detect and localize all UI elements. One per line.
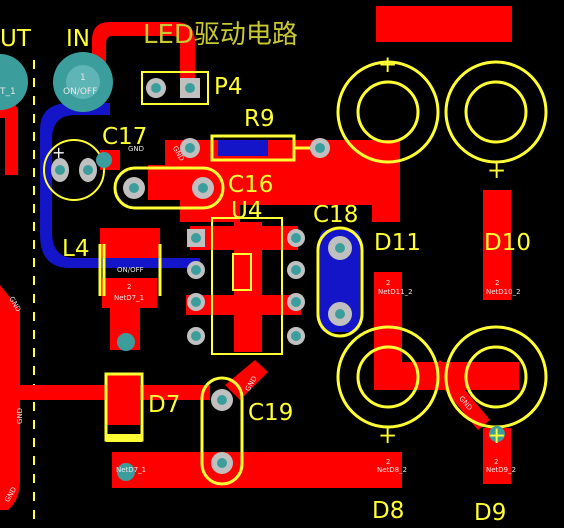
cap-top-left-outer (336, 60, 440, 164)
l4-outline (98, 244, 162, 296)
p4-outline (141, 71, 209, 105)
label-d8: D8 (372, 498, 404, 524)
board-title: LED驱动电路 (143, 20, 298, 50)
label-l4: L4 (62, 236, 89, 262)
label-d9: D9 (474, 500, 506, 526)
c18-outline (316, 226, 364, 338)
polarity-marks: + + + + + (52, 52, 506, 449)
svg-text:T_1: T_1 (0, 87, 16, 97)
svg-text:NetD10_2: NetD10_2 (486, 288, 521, 296)
label-d7: D7 (148, 392, 180, 418)
cap-top-right-outer (444, 60, 548, 164)
label-out: UT (0, 26, 32, 52)
label-d11: D11 (374, 230, 421, 256)
c17-outline (43, 139, 105, 201)
svg-text:1: 1 (80, 73, 86, 83)
svg-text:GND: GND (128, 145, 144, 153)
cap-bottom-left-outer (336, 325, 440, 429)
svg-text:2: 2 (494, 458, 498, 466)
svg-text:2: 2 (386, 458, 390, 466)
svg-text:NetD7_1: NetD7_1 (114, 294, 144, 302)
svg-text:NetD11_2: NetD11_2 (378, 288, 413, 296)
out-pad (0, 54, 28, 110)
pads (0, 52, 505, 481)
c16-outline (113, 166, 225, 210)
r9-outline (210, 134, 296, 162)
u4-outline (211, 217, 283, 355)
label-c19: C19 (248, 400, 293, 426)
label-r9: R9 (244, 106, 275, 132)
silkscreen (43, 60, 548, 486)
svg-text:+: + (52, 143, 65, 162)
svg-text:NetD8_2: NetD8_2 (377, 466, 407, 474)
c19-outline (200, 376, 244, 486)
svg-text:+: + (487, 158, 506, 184)
label-c18: C18 (313, 202, 358, 228)
bottom-layer-traces (40, 103, 360, 332)
svg-text:NetD7_1: NetD7_1 (116, 466, 146, 474)
label-p4: P4 (214, 74, 243, 100)
svg-text:GND: GND (16, 408, 24, 424)
svg-text:+: + (378, 52, 397, 78)
svg-text:+: + (487, 423, 506, 449)
label-c17: C17 (102, 124, 147, 150)
svg-text:2: 2 (495, 279, 499, 287)
svg-text:ON/OFF: ON/OFF (63, 87, 97, 97)
label-u4: U4 (231, 198, 262, 224)
label-in: IN (66, 26, 90, 52)
svg-text:+: + (378, 423, 397, 449)
svg-text:NetD9_2: NetD9_2 (486, 466, 516, 474)
designators: UT IN P4 R9 C17 C16 U4 C18 L4 D11 D10 D7… (0, 26, 531, 526)
svg-text:ON/OFF: ON/OFF (117, 266, 144, 274)
svg-text:2: 2 (127, 283, 131, 291)
r9-bottom-pad (218, 140, 268, 156)
svg-text:2: 2 (386, 279, 390, 287)
label-d10: D10 (484, 230, 531, 256)
label-c16: C16 (228, 172, 273, 198)
